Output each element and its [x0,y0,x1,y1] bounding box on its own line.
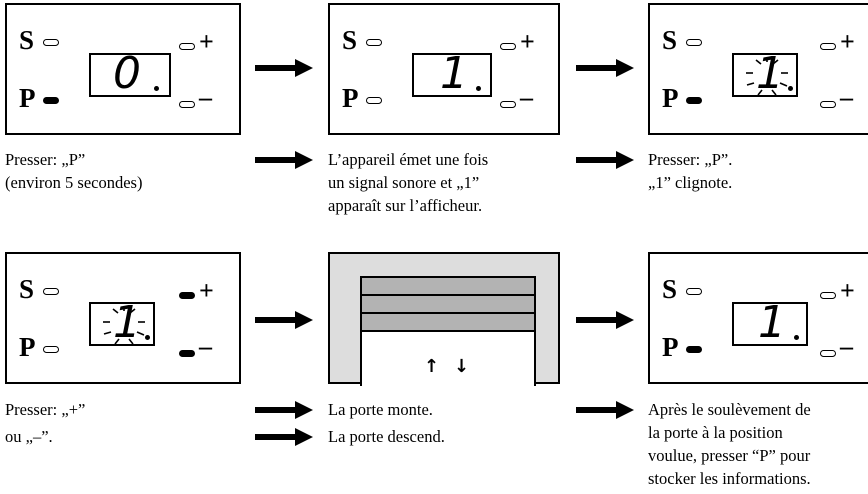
display-dot [145,335,150,340]
plus-led [179,292,195,299]
text-line: „1” clignote. [648,173,733,192]
step6-text: Après le soulèvement de la porte à la po… [648,398,811,490]
step2-text: L’appareil émet une fois un signal sonor… [328,148,488,217]
panel-step-2: S P + – 1 [328,3,560,135]
s-label: S [19,274,35,304]
minus-label: – [520,83,533,112]
display-digit: 0 [113,48,141,99]
minus-led [820,101,836,108]
display: 1 [732,297,808,348]
arrow-right-icon [576,151,634,169]
text-line: stocker les informations. [648,469,811,488]
text-line: Après le soulèvement de [648,400,811,419]
door-panel: ↑ ↓ [328,252,560,386]
arrow-right-icon [576,59,634,77]
display-dot [154,86,159,91]
p-label: P [19,83,36,113]
p-label: P [19,332,36,362]
plus-led [820,292,836,299]
display-digit: 1 [756,48,784,99]
s-led [43,288,59,295]
display-dot [794,335,799,340]
p-led [43,346,59,353]
s-led [366,39,382,46]
s-led [43,39,59,46]
arrow-right-icon [255,59,313,77]
door-frame: ↑ ↓ [360,276,536,386]
display-dot [476,86,481,91]
arrow-right-icon [576,401,634,419]
p-led [686,97,702,104]
door-up-text: La porte monte. [328,400,433,419]
display-digit: 1 [440,48,468,99]
p-led [366,97,382,104]
minus-led [179,101,195,108]
panel-step-1: S P + – 0 [5,3,241,135]
plus-label: + [199,27,214,56]
blink-rays-icon [103,306,145,345]
panel-step-3: S P + – 1 [648,3,868,135]
step4-text: Presser: „+” ou „–”. [5,398,85,448]
arrow-right-icon [255,428,313,446]
s-led [686,288,702,295]
text-line: L’appareil émet une fois [328,150,489,169]
minus-led [820,350,836,357]
text-line: (environ 5 secondes) [5,173,143,192]
down-arrow-icon: ↓ [454,356,470,377]
text-line: Presser: „P”. [648,150,733,169]
s-led [686,39,702,46]
plus-led [820,43,836,50]
text-line: un signal sonore et „1” [328,173,480,192]
plus-led [179,43,195,50]
minus-led [500,101,516,108]
panel-step-6: S P + – 1 [648,252,868,384]
s-label: S [342,25,358,55]
up-arrow-icon: ↑ [424,356,440,377]
minus-label: – [840,332,853,361]
s-label: S [19,25,35,55]
minus-label: – [199,83,212,112]
arrow-right-icon [576,311,634,329]
text-line: apparaît sur l’afficheur. [328,196,483,215]
text-line: la porte à la position [648,423,783,442]
blink-rays-icon [746,57,788,96]
door-panel-slat [362,314,534,332]
plus-label: + [840,276,855,305]
display: 1 [412,48,492,99]
display: 0 [89,48,171,99]
minus-label: – [199,332,212,361]
s-label: S [662,274,678,304]
panel-step-4: S P + – 1 [5,252,241,384]
p-led [43,97,59,104]
step3-text: Presser: „P”. „1” clignote. [648,148,732,194]
plus-label: + [840,27,855,56]
text-line: ou „–”. [5,427,53,446]
display-digit: 1 [758,297,786,348]
door-panel-slat [362,296,534,314]
minus-label: – [840,83,853,112]
p-led [686,346,702,353]
plus-label: + [520,27,535,56]
p-label: P [662,83,679,113]
display-dot [788,86,793,91]
minus-led [179,350,195,357]
display-digit: 1 [113,297,141,348]
plus-label: + [199,276,214,305]
plus-led [500,43,516,50]
door-down-text: La porte descend. [328,427,445,446]
step1-text: Presser: „P” (environ 5 secondes) [5,148,142,194]
text-line: voulue, presser “P” pour [648,446,811,465]
text-line: Presser: „+” [5,400,86,419]
arrow-right-icon [255,151,313,169]
p-label: P [662,332,679,362]
s-label: S [662,25,678,55]
display: 1 [732,48,798,99]
arrow-right-icon [255,401,313,419]
arrow-right-icon [255,311,313,329]
door-panel-slat [362,278,534,296]
text-line: Presser: „P” [5,150,86,169]
display: 1 [89,297,155,348]
p-label: P [342,83,359,113]
